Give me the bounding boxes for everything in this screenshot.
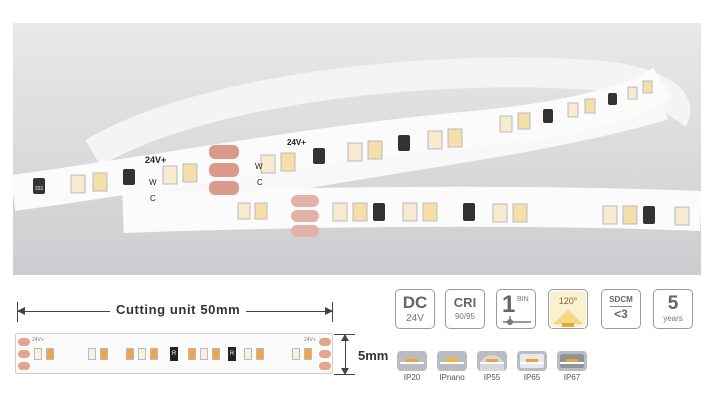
ip55-label: IP55 bbox=[483, 373, 501, 382]
photo-voltage-mark: 24V+ bbox=[145, 155, 166, 165]
led-warm bbox=[256, 348, 264, 360]
cri-label: CRI bbox=[453, 295, 477, 310]
led-row-front bbox=[33, 80, 653, 194]
bin-scale-icon bbox=[503, 316, 531, 325]
arrow-down-icon bbox=[341, 368, 349, 375]
ip65-label: IP65 bbox=[523, 373, 541, 382]
width-dimension-line bbox=[345, 334, 346, 375]
warranty-badge: 5 years bbox=[653, 289, 693, 329]
resistor: R bbox=[170, 347, 178, 361]
diagram-voltage-left: 24V+ bbox=[32, 337, 44, 343]
arrow-up-icon bbox=[341, 334, 349, 341]
product-photo: 24V+ 24V+ W C W C 331 bbox=[13, 23, 701, 275]
ipnano-graphic bbox=[437, 351, 467, 371]
ip55-graphic bbox=[477, 351, 507, 371]
ip20-graphic bbox=[397, 351, 427, 371]
strip-diagram: 24V+ 24V+ R R bbox=[15, 333, 333, 374]
arrow-left-icon bbox=[17, 307, 25, 315]
ipnano-label: IPnano bbox=[439, 373, 465, 382]
photo-w-mark-2: W bbox=[255, 162, 263, 171]
dc-label: DC bbox=[402, 293, 428, 312]
sdcm-value: <3 bbox=[610, 306, 632, 321]
pad-right-2 bbox=[319, 350, 331, 358]
led-warm bbox=[188, 348, 196, 360]
led-cool bbox=[34, 348, 42, 360]
pad-left-2 bbox=[18, 350, 30, 358]
led-cool bbox=[244, 348, 252, 360]
led-row-lower bbox=[237, 202, 690, 226]
ip20-label: IP20 bbox=[403, 373, 421, 382]
sdcm-label: SDCM bbox=[609, 295, 633, 304]
ip55-icon: IP55 bbox=[477, 351, 507, 383]
width-label: 5mm bbox=[358, 348, 389, 363]
photo-w-mark: W bbox=[149, 178, 157, 187]
beam-angle-icon bbox=[550, 291, 586, 327]
photo-c-mark-2: C bbox=[257, 178, 263, 187]
pad-left-3 bbox=[18, 362, 30, 370]
led-warm bbox=[46, 348, 54, 360]
ip65-graphic bbox=[517, 351, 547, 371]
led-cool bbox=[88, 348, 96, 360]
led-warm bbox=[304, 348, 312, 360]
ip67-label: IP67 bbox=[563, 373, 581, 382]
ip67-icon: IP67 bbox=[557, 351, 587, 383]
led-warm bbox=[150, 348, 158, 360]
ip65-icon: IP65 bbox=[517, 351, 547, 383]
warranty-unit: years bbox=[663, 314, 683, 323]
photo-resistor-mark: 331 bbox=[35, 186, 44, 192]
beam-angle-value: 120° bbox=[558, 296, 578, 306]
ip20-icon: IP20 bbox=[397, 351, 427, 383]
pad-right-1 bbox=[319, 338, 331, 346]
led-strip-photo: 24V+ 24V+ W C W C 331 bbox=[13, 23, 701, 275]
led-cool bbox=[292, 348, 300, 360]
bin-number: 1 bbox=[502, 291, 516, 318]
led-warm bbox=[212, 348, 220, 360]
warranty-number: 5 bbox=[667, 293, 679, 314]
resistor: R bbox=[228, 347, 236, 361]
copper-pads-front bbox=[209, 145, 319, 237]
bin-badge: 1 BIN bbox=[496, 289, 536, 329]
pad-left-1 bbox=[18, 338, 30, 346]
arrow-right-icon bbox=[325, 307, 333, 315]
sdcm-badge: SDCM <3 bbox=[601, 289, 641, 329]
pad-right-3 bbox=[319, 362, 331, 370]
led-cool bbox=[138, 348, 146, 360]
diagram-voltage-right: 24V+ bbox=[304, 337, 316, 343]
photo-c-mark: C bbox=[150, 194, 156, 203]
cutting-unit-label: Cutting unit 50mm bbox=[110, 301, 247, 319]
cri-badge: CRI 90/95 bbox=[445, 289, 485, 329]
beam-angle-badge: 120° bbox=[548, 289, 588, 329]
led-warm bbox=[100, 348, 108, 360]
dc-voltage-badge: DC 24V bbox=[395, 289, 435, 329]
ipnano-icon: IPnano bbox=[437, 351, 467, 383]
ip67-graphic bbox=[557, 351, 587, 371]
photo-voltage-mark-2: 24V+ bbox=[287, 138, 306, 147]
dc-value: 24V bbox=[406, 313, 424, 324]
led-warm bbox=[126, 348, 134, 360]
cri-value: 90/95 bbox=[454, 312, 476, 321]
led-cool bbox=[200, 348, 208, 360]
bin-label: BIN bbox=[517, 296, 529, 303]
